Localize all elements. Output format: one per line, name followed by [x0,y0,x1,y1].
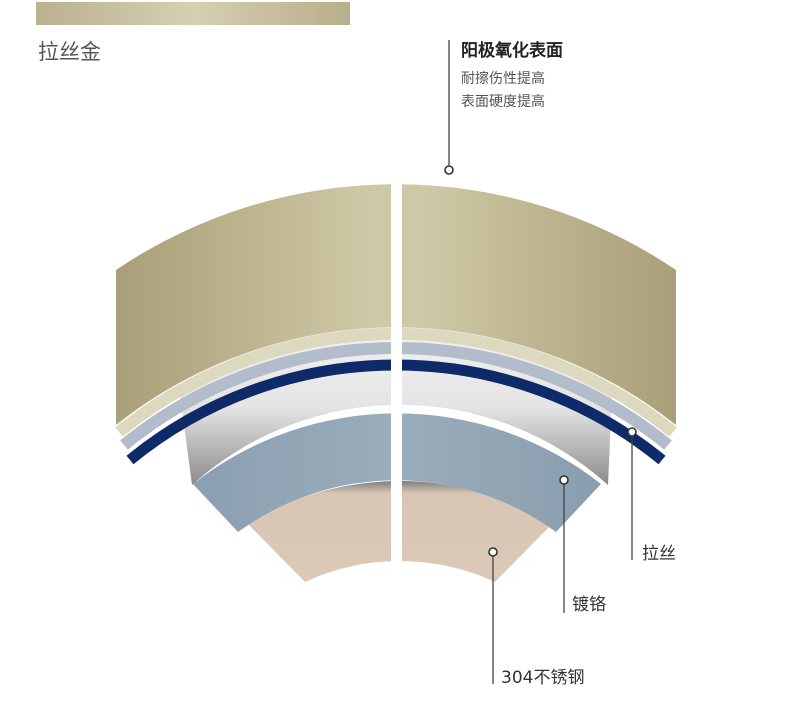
brushed-label: 拉丝 [642,544,676,564]
swatch-label: 拉丝金 [38,40,101,64]
center-gap [391,130,402,580]
anodized-line1: 耐擦伤性提高 [461,71,545,87]
color-swatch [36,2,350,25]
chrome-label: 镀铬 [572,595,606,615]
leader-lines [448,40,633,684]
anodized-line2: 表面硬度提高 [461,94,545,110]
leader-dots [444,165,637,557]
anodized-title: 阳极氧化表面 [461,41,563,61]
steel-label: 304不锈钢 [501,668,585,688]
